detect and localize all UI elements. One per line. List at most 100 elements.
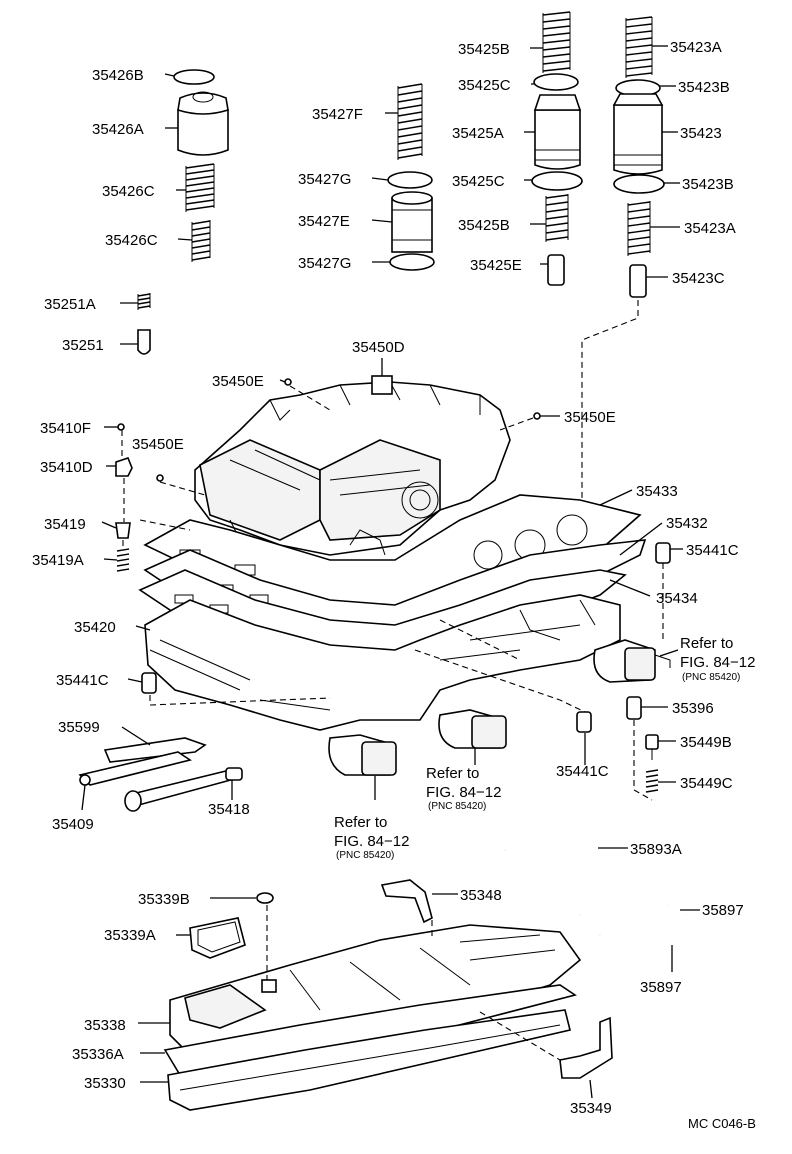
part-35423A-spring-top <box>625 16 653 78</box>
label-35423B-2: 35423B <box>682 176 734 193</box>
label-35419: 35419 <box>44 516 86 533</box>
part-35426B-ring <box>173 69 215 85</box>
figure-code: MC C046-B <box>688 1116 756 1131</box>
part-35419-plug <box>115 522 131 539</box>
label-35893A: 35893A <box>630 841 682 858</box>
part-35441C-plug-1 <box>655 542 671 564</box>
part-labels: 35426B 35426A 35426C 35426C 35427F 35427… <box>32 39 744 1117</box>
label-35599: 35599 <box>58 719 100 736</box>
label-35426B: 35426B <box>92 67 144 84</box>
part-35425B-spring-bottom <box>545 194 569 242</box>
label-35425A: 35425A <box>452 125 504 142</box>
leader-lines <box>81 45 700 1099</box>
part-35419A-spring <box>116 548 130 572</box>
part-35449B-bolt <box>645 734 659 760</box>
label-35396: 35396 <box>672 700 714 717</box>
reference-note-middle: Refer to FIG. 84−12 (PNC 85420) <box>426 765 501 812</box>
ref-left-line1: Refer to <box>334 814 387 831</box>
part-35423B-ring-bottom <box>613 174 665 194</box>
label-35425B-1: 35425B <box>458 41 510 58</box>
label-35420: 35420 <box>74 619 116 636</box>
label-35338: 35338 <box>84 1017 126 1034</box>
label-35449B: 35449B <box>680 734 732 751</box>
part-35410D-nut <box>115 457 133 477</box>
part-35441C-plug-2 <box>141 672 157 694</box>
label-35251: 35251 <box>62 337 104 354</box>
label-35348: 35348 <box>460 887 502 904</box>
label-35339A: 35339A <box>104 927 156 944</box>
label-35423: 35423 <box>680 125 722 142</box>
label-35425C-1: 35425C <box>458 77 511 94</box>
part-35426A-sleeve <box>177 91 229 156</box>
label-35433: 35433 <box>636 483 678 500</box>
label-35427F: 35427F <box>312 106 363 123</box>
part-35599-spring-plate <box>103 737 207 763</box>
label-35450D: 35450D <box>352 339 405 356</box>
label-35423A-1: 35423A <box>670 39 722 56</box>
ref-right-line2: FIG. 84−12 <box>680 654 755 671</box>
label-35426C-2: 35426C <box>105 232 158 249</box>
label-35425E: 35425E <box>470 257 522 274</box>
part-35427F-spring <box>397 83 423 160</box>
part-35425C-ring-bottom <box>531 171 583 191</box>
part-35251A-spring <box>137 293 151 310</box>
part-solenoid-middle <box>438 709 507 749</box>
part-35410F-ball <box>117 423 125 431</box>
ref-right-line1: Refer to <box>680 635 733 652</box>
part-35897-tubes <box>578 904 689 947</box>
label-35409: 35409 <box>52 816 94 833</box>
label-35427G-2: 35427G <box>298 255 351 272</box>
label-35410F: 35410F <box>40 420 91 437</box>
part-35425A-sleeve <box>533 94 582 170</box>
part-35330-pan <box>167 1009 571 1111</box>
label-35441C-1: 35441C <box>686 542 739 559</box>
part-35418-manual-valve <box>124 767 243 812</box>
part-35893A-tube <box>503 839 600 872</box>
label-35897-2: 35897 <box>640 979 682 996</box>
part-35427G-ring-2 <box>389 253 435 271</box>
label-35450E-3: 35450E <box>132 436 184 453</box>
label-35450E-1: 35450E <box>212 373 264 390</box>
part-35425C-ring-top <box>533 73 579 91</box>
label-35410D: 35410D <box>40 459 93 476</box>
label-35441C-3: 35441C <box>556 763 609 780</box>
part-35423-sleeve <box>612 93 664 175</box>
part-35425B-spring-top <box>542 11 571 73</box>
part-35426C-spring-2 <box>191 220 211 262</box>
label-35441C-2: 35441C <box>56 672 109 689</box>
label-35423A-2: 35423A <box>684 220 736 237</box>
part-35339A-magnet <box>189 917 246 959</box>
part-35420-valve-body-lower <box>144 594 621 731</box>
label-35349: 35349 <box>570 1100 612 1117</box>
part-35450E-ball-1 <box>284 378 292 386</box>
label-35449C: 35449C <box>680 775 733 792</box>
part-35449C-spring <box>645 769 659 793</box>
part-solenoid-right <box>593 639 671 683</box>
label-35336A: 35336A <box>72 1046 124 1063</box>
label-35427E: 35427E <box>298 213 350 230</box>
part-35450D-valve-body-upper <box>194 375 511 556</box>
part-35427E-sleeve <box>391 191 433 253</box>
label-35418: 35418 <box>208 801 250 818</box>
ref-mid-line2: FIG. 84−12 <box>426 784 501 801</box>
part-35450E-ball-3 <box>156 474 164 482</box>
part-35425E-pin <box>547 254 565 286</box>
part-35426C-spring-1 <box>185 163 215 212</box>
part-35349-bracket <box>559 1016 613 1079</box>
part-35427G-ring-1 <box>387 171 433 189</box>
label-35423B-1: 35423B <box>678 79 730 96</box>
part-35423A-spring-bottom <box>627 201 651 256</box>
part-solenoid-left <box>328 734 397 776</box>
ref-left-line2: FIG. 84−12 <box>334 833 409 850</box>
reference-note-right: Refer to FIG. 84−12 (PNC 85420) <box>680 635 755 683</box>
ref-left-line3: (PNC 85420) <box>336 850 394 861</box>
label-35419A: 35419A <box>32 552 84 569</box>
label-35251A: 35251A <box>44 296 96 313</box>
ref-mid-line3: (PNC 85420) <box>428 801 486 812</box>
ref-right-line3: (PNC 85420) <box>682 672 740 683</box>
label-35427G-1: 35427G <box>298 171 351 188</box>
part-35251-pin <box>137 329 151 355</box>
dashed-assembly-lines <box>121 300 664 1061</box>
ref-mid-line1: Refer to <box>426 765 479 782</box>
